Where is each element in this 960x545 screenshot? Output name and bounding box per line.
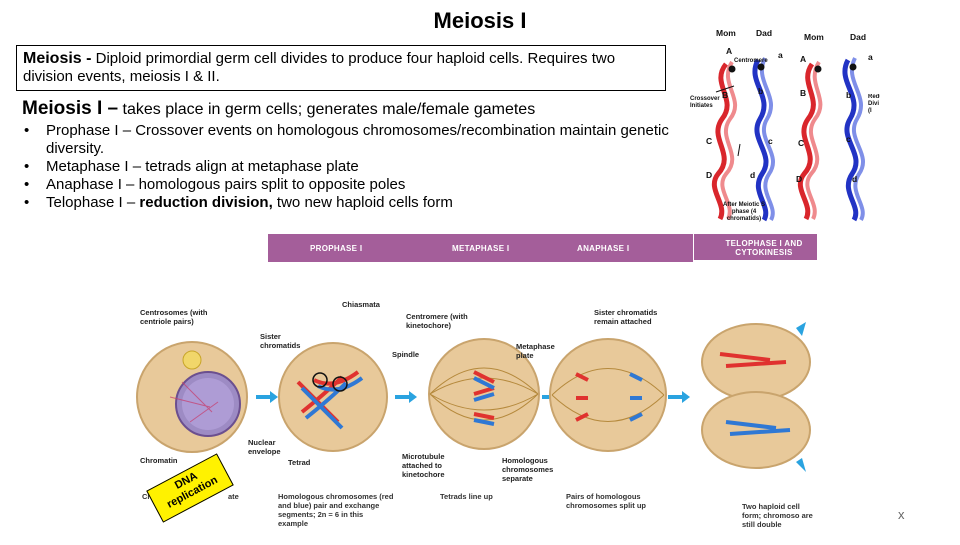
caption-anaphase: Pairs of homologous chromosomes split up <box>566 492 647 510</box>
caption-prophase: Homologous chromosomes (red and blue) pa… <box>278 492 394 528</box>
gene-d-right: d <box>852 174 858 184</box>
centromere-label: Centromere <box>734 58 768 64</box>
crossover-drawing <box>711 57 865 222</box>
dad-label-2: Dad <box>850 32 867 42</box>
bullet-telophase: Telophase I – reduction division, two ne… <box>22 194 672 212</box>
gene-b-left: b <box>758 86 764 96</box>
label-centrosomes: Centrosomes (with centriole pairs) <box>140 308 208 326</box>
subheading: Meiosis I – takes place in germ cells; g… <box>22 98 535 120</box>
reduction-label: Redu Divi (I <box>868 94 880 114</box>
mom-label-2: Mom <box>804 32 824 42</box>
bullet-list: Prophase I – Crossover events on homolog… <box>22 122 672 212</box>
label-sister-chromatids: Sister chromatids <box>260 332 301 350</box>
bullet-prophase: Prophase I – Crossover events on homolog… <box>22 122 672 158</box>
label-microtubule: Microtubule attached to kinetochore <box>402 452 445 479</box>
gene-B-right: B <box>800 88 807 98</box>
gene-A-right: A <box>800 54 807 64</box>
gene-c-left: c <box>768 136 773 146</box>
label-nuclear-envelope: Nuclear envelope <box>248 438 281 456</box>
phase-telophase: TELOPHASE I AND CYTOKINESIS <box>725 239 803 257</box>
gene-C-right: C <box>798 138 805 148</box>
crossover-label: Crossover Initiates <box>690 96 720 109</box>
mom-label-1: Mom <box>716 28 736 38</box>
label-chiasmata: Chiasmata <box>342 300 380 309</box>
label-centromere: Centromere (with kinetochore) <box>406 312 468 330</box>
caption-interphase-tail: ate <box>228 492 239 501</box>
label-chromatin: Chromatin <box>140 456 178 465</box>
gene-D-right: D <box>796 174 803 184</box>
gene-b-right: b <box>846 90 852 100</box>
gene-B-left: B <box>722 90 729 100</box>
bullet-telophase-bold: reduction division, <box>139 194 273 211</box>
bullet-telophase-pre: Telophase I – <box>46 194 140 211</box>
close-mark[interactable]: x <box>898 507 905 522</box>
phase-header-bar-telophase: TELOPHASE I AND CYTOKINESIS <box>694 234 817 260</box>
definition-box: Meiosis - Diploid primordial germ cell d… <box>16 45 666 91</box>
slide-title: Meiosis I <box>433 8 527 33</box>
definition-term: Meiosis - <box>23 50 92 67</box>
subheading-text: takes place in germ cells; generates mal… <box>118 101 536 118</box>
label-homologous-separate: Homologous chromosomes separate <box>502 456 554 483</box>
bullet-anaphase: Anaphase I – homologous pairs split to o… <box>22 176 672 194</box>
gene-C-left: C <box>706 136 713 146</box>
definition-text: Diploid primordial germ cell divides to … <box>23 50 616 85</box>
caption-metaphase: Tetrads line up <box>440 492 493 501</box>
bullet-metaphase: Metaphase I – tetrads align at metaphase… <box>22 158 672 176</box>
subheading-term: Meiosis I – <box>22 98 119 119</box>
bullet-telophase-post: two new haploid cells form <box>272 194 453 211</box>
label-spindle: Spindle <box>392 350 420 359</box>
phase-prophase: PROPHASE I <box>310 244 363 253</box>
phase-header-bar: PROPHASE I METAPHASE I ANAPHASE I <box>268 234 693 262</box>
stages-svg <box>136 322 811 472</box>
stages-drawing: Centrosomes (with centriole pairs) Siste… <box>130 262 820 540</box>
caption-interphase: Ch <box>142 492 152 501</box>
gene-D-left: D <box>706 170 713 180</box>
label-metaphase-plate: Metaphase plate <box>516 342 555 360</box>
gene-A-left: A <box>726 46 733 56</box>
gene-a-right: a <box>868 52 873 62</box>
label-tetrad: Tetrad <box>288 458 311 467</box>
phase-metaphase: METAPHASE I <box>452 244 510 253</box>
after-sphase-label: After Meiotic S phase (4 chromatids) <box>722 202 765 222</box>
crossover-figure: Mom Dad Mom Dad Centromere Crossover Ini… <box>688 24 880 224</box>
phase-anaphase: ANAPHASE I <box>577 244 630 253</box>
gene-a-left: a <box>778 50 783 60</box>
caption-telophase: Two haploid cell form; chromoso are stil… <box>742 502 813 529</box>
dad-label-1: Dad <box>756 28 773 38</box>
gene-c-right: c <box>846 134 851 144</box>
gene-d-left: d <box>750 170 756 180</box>
label-sister-attached: Sister chromatids remain attached <box>594 308 658 326</box>
